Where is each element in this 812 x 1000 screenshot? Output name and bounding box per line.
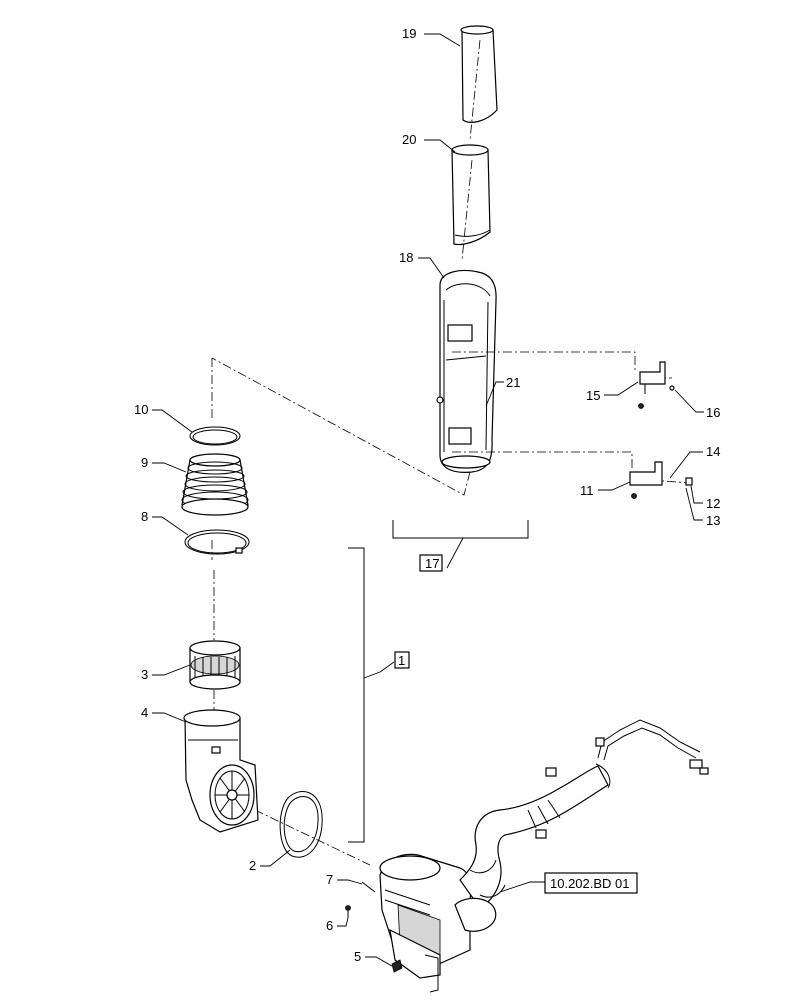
- group-box-17-label: 17: [425, 556, 439, 571]
- air-cleaner-assembly: [379, 719, 709, 993]
- callout-9: 9: [141, 455, 148, 470]
- part-15-bracket: [638, 361, 675, 409]
- callout-4: 4: [141, 705, 148, 720]
- callout-6: 6: [326, 918, 333, 933]
- callout-19: 19: [402, 26, 416, 41]
- ref-box-label: 10.202.BD 01: [550, 876, 630, 891]
- callout-3: 3: [141, 667, 148, 682]
- callout-12: 12: [706, 496, 720, 511]
- callout-20: 20: [402, 132, 416, 147]
- part-7-screw: [361, 881, 376, 893]
- callout-13: 13: [706, 513, 720, 528]
- part-18-duct: [436, 269, 497, 473]
- group-box-17: [419, 554, 443, 572]
- callout-8: 8: [141, 509, 148, 524]
- ref-box: [544, 872, 638, 894]
- part-3-filter: [189, 640, 241, 690]
- callout-14: 14: [706, 444, 720, 459]
- assembly-box-1-label: 1: [398, 653, 405, 668]
- callout-10: 10: [134, 402, 148, 417]
- callout-7: 7: [326, 872, 333, 887]
- part-5-fastener: [391, 959, 403, 973]
- part-2-gasket: [279, 791, 323, 858]
- leader-lines: [152, 33, 704, 967]
- part-20-tube: [451, 144, 491, 261]
- callout-16: 16: [706, 405, 720, 420]
- callout-2: 2: [249, 858, 256, 873]
- callout-18: 18: [399, 250, 413, 265]
- part-8-clamp: [184, 529, 250, 555]
- part-4-housing: [183, 709, 259, 833]
- callout-15: 15: [586, 388, 600, 403]
- part-6-bolt: [345, 905, 351, 918]
- part-11-bracket: [629, 461, 693, 499]
- assembly-box-1: [394, 651, 410, 669]
- part-10-clamp: [189, 426, 241, 446]
- part-19-tube: [460, 25, 498, 141]
- callout-5: 5: [354, 949, 361, 964]
- part-9-bellows: [181, 453, 249, 516]
- callout-21: 21: [506, 375, 520, 390]
- callout-11: 11: [580, 483, 594, 498]
